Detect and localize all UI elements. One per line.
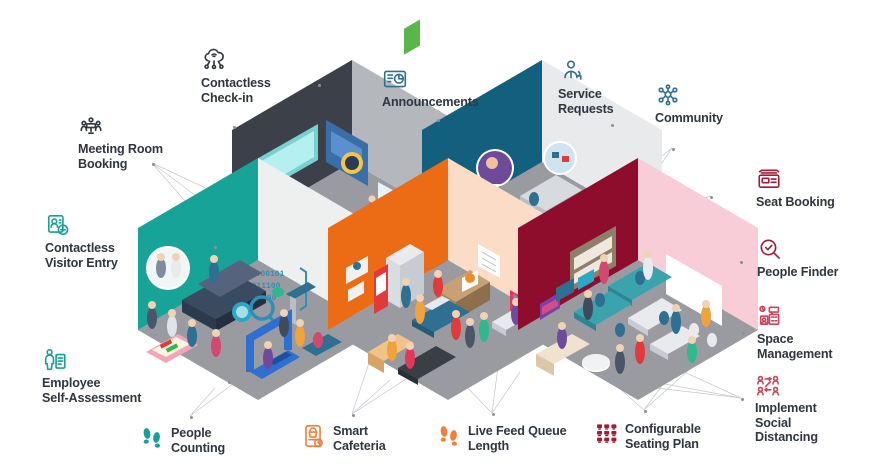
cloud-wifi-icon xyxy=(201,47,227,73)
footprints-orange-icon xyxy=(437,423,461,449)
seat-grid-icon xyxy=(594,421,618,445)
floorplan-clock-icon xyxy=(759,305,780,325)
distance-people-icon xyxy=(755,372,781,398)
announcement-board-icon xyxy=(383,70,407,88)
label-text: Meeting Room Booking xyxy=(78,142,163,171)
label-text: Space Management xyxy=(757,332,833,361)
label-text: Contactless Check-in xyxy=(201,76,271,105)
label-text: People Finder xyxy=(757,265,839,279)
room-office xyxy=(518,158,758,400)
meeting-table-icon xyxy=(78,113,104,139)
footprints-teal-icon xyxy=(143,428,160,448)
connector-dot xyxy=(233,126,236,129)
seat-card-icon xyxy=(758,169,780,188)
label-meeting-room-booking[interactable]: Meeting Room Booking xyxy=(78,113,163,171)
visitor-badge-icon xyxy=(47,214,69,236)
label-text: Employee Self-Assessment xyxy=(42,376,142,405)
cafeteria-phone-icon xyxy=(300,423,326,449)
label-text: Contactless Visitor Entry xyxy=(45,241,118,270)
label-smart-cafeteria[interactable]: Smart Cafeteria xyxy=(300,423,386,453)
label-text: Live Feed Queue Length xyxy=(468,424,567,453)
label-text: People Counting xyxy=(171,426,226,455)
announcement-board-icon xyxy=(382,66,408,92)
label-announcements[interactable]: Announcements xyxy=(382,66,479,110)
connector-dot xyxy=(742,332,745,335)
footprints-orange-icon xyxy=(440,426,457,446)
cloud-wifi-icon xyxy=(204,48,224,70)
floorplan-clock-icon xyxy=(757,303,783,329)
person-checklist-icon xyxy=(42,347,68,373)
connector-dot xyxy=(644,410,647,413)
connector-dot xyxy=(437,119,440,122)
cafeteria-phone-icon xyxy=(305,425,323,448)
room-cafeteria xyxy=(328,6,568,400)
support-agent-icon xyxy=(558,58,584,84)
connector-dot xyxy=(611,124,614,127)
connector-dot xyxy=(710,196,713,199)
connector-dot xyxy=(352,414,355,417)
connector-dot xyxy=(214,246,217,249)
network-nodes-icon xyxy=(658,84,678,106)
connector-dot xyxy=(318,84,321,87)
label-live-feed-queue-length[interactable]: Live Feed Queue Length xyxy=(437,423,567,453)
room-lobby: 01000101 01011100 11011100 xyxy=(138,158,378,400)
distance-people-icon xyxy=(757,375,779,396)
label-text: Community xyxy=(655,111,723,125)
connector-dot xyxy=(492,413,495,416)
label-text: Service Requests xyxy=(558,87,614,116)
connector-dot xyxy=(190,416,193,419)
connector-dot xyxy=(672,148,675,151)
label-text: Announcements xyxy=(382,95,479,109)
label-implement-social-distancing[interactable]: Implement Social Distancing xyxy=(755,372,818,445)
connector-dot xyxy=(152,163,155,166)
footprints-teal-icon xyxy=(140,425,164,451)
visitor-badge-icon xyxy=(45,212,71,238)
label-space-management[interactable]: Space Management xyxy=(757,303,833,361)
connector-dot xyxy=(741,398,744,401)
magnifier-check-icon xyxy=(760,239,780,259)
seat-card-icon xyxy=(756,166,782,192)
label-seat-booking[interactable]: Seat Booking xyxy=(756,166,835,210)
label-service-requests[interactable]: Service Requests xyxy=(558,58,614,116)
seat-grid-icon xyxy=(597,424,617,443)
label-configurable-seating-plan[interactable]: Configurable Seating Plan xyxy=(594,421,701,451)
label-community[interactable]: Community xyxy=(655,82,723,126)
svg-text:01000101: 01000101 xyxy=(246,270,285,279)
meeting-table-icon xyxy=(80,117,102,134)
label-text: Seat Booking xyxy=(756,195,835,209)
support-agent-icon xyxy=(564,60,582,80)
label-text: Smart Cafeteria xyxy=(333,424,386,453)
label-text: Configurable Seating Plan xyxy=(625,422,701,451)
label-people-finder[interactable]: People Finder xyxy=(757,236,838,280)
person-checklist-icon xyxy=(44,349,66,371)
svg-text:01011100: 01011100 xyxy=(242,282,281,291)
magnifier-check-icon xyxy=(757,236,783,262)
connector-dot xyxy=(740,261,743,264)
label-employee-self-assessment[interactable]: Employee Self-Assessment xyxy=(42,347,141,405)
connector-dot xyxy=(228,381,231,384)
label-people-counting[interactable]: People Counting xyxy=(140,425,225,455)
network-nodes-icon xyxy=(655,82,681,108)
label-text: Implement Social Distancing xyxy=(755,401,818,445)
label-contactless-visitor-entry[interactable]: Contactless Visitor Entry xyxy=(45,212,118,270)
label-contactless-check-in[interactable]: Contactless Check-in xyxy=(201,47,271,105)
